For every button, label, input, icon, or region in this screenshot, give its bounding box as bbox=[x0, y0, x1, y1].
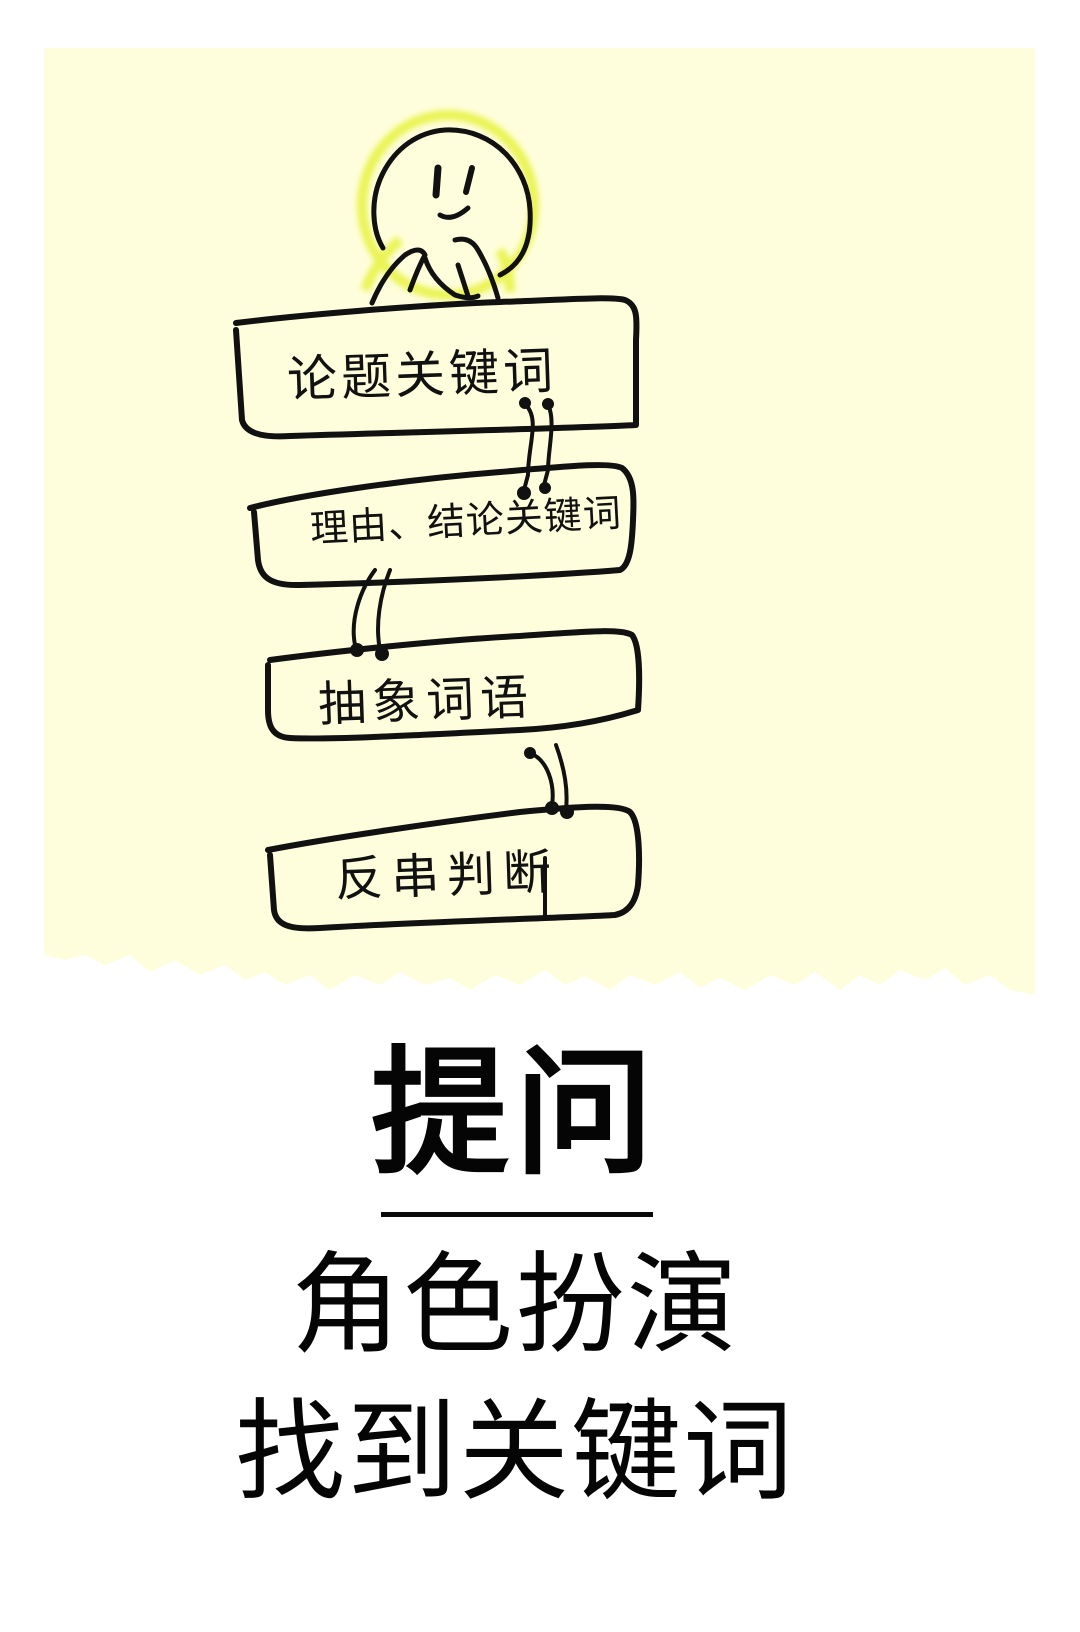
box-label-reverse-judgment: 反串判断 bbox=[334, 844, 561, 908]
flow-arrows bbox=[350, 397, 574, 819]
illustration-paper: 论题关键词 理由、结论关键词 抽象词语 反串判断 bbox=[44, 48, 1035, 995]
subtitle-line-1: 角色扮演 bbox=[291, 1241, 739, 1369]
stick-figure-icon bbox=[369, 127, 533, 306]
paper-background bbox=[44, 48, 1035, 995]
hand-drawn-boxes bbox=[233, 295, 643, 932]
subtitle-line-2: 找到关键词 bbox=[235, 1388, 795, 1516]
box-1-outline bbox=[233, 295, 640, 440]
box-label-topic-keywords: 论题关键词 bbox=[286, 341, 558, 409]
title-divider bbox=[381, 1212, 653, 1217]
box-4-outline bbox=[265, 803, 643, 932]
box-label-abstract-words: 抽象词语 bbox=[317, 669, 536, 733]
hand-drawn-diagram bbox=[44, 48, 1035, 995]
box-2-outline bbox=[247, 462, 637, 589]
box-3-outline bbox=[265, 628, 643, 742]
page-title: 提问 bbox=[370, 1031, 659, 1194]
